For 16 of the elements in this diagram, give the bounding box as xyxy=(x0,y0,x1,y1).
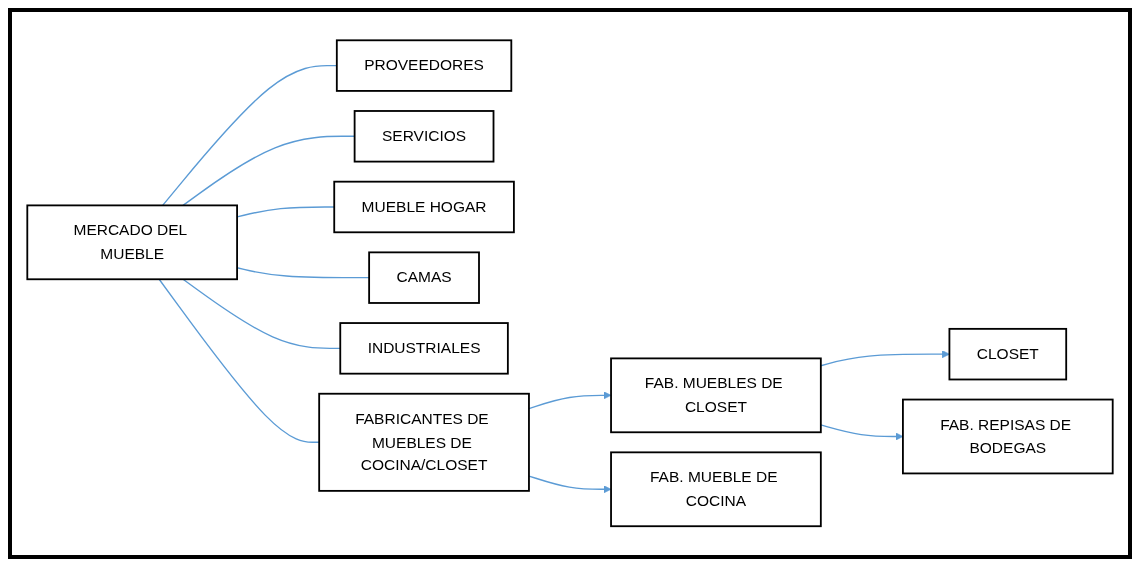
node-box: FAB. MUEBLE DE COCINA xyxy=(610,451,822,528)
node-box: MERCADO DEL MUEBLE xyxy=(26,204,238,281)
arrow xyxy=(528,475,612,494)
arrow xyxy=(820,350,950,367)
node-box: FABRICANTES DE MUEBLES DE COCINA/CLOSET xyxy=(318,393,530,493)
connector xyxy=(158,278,320,444)
node-box: FAB. MUEBLES DE CLOSET xyxy=(610,357,822,434)
node-box: INDUSTRIALES xyxy=(339,322,509,375)
connector xyxy=(182,278,341,350)
node-box: PROVEEDORES xyxy=(335,39,513,93)
node-box: SERVICIOS xyxy=(353,110,495,163)
arrow xyxy=(528,391,612,410)
node-box: MUEBLE HOGAR xyxy=(333,181,515,234)
node-box: CAMAS xyxy=(368,251,480,305)
node-box: FAB. REPISAS DE BODEGAS xyxy=(902,398,1114,475)
node-box: CLOSET xyxy=(948,328,1068,381)
